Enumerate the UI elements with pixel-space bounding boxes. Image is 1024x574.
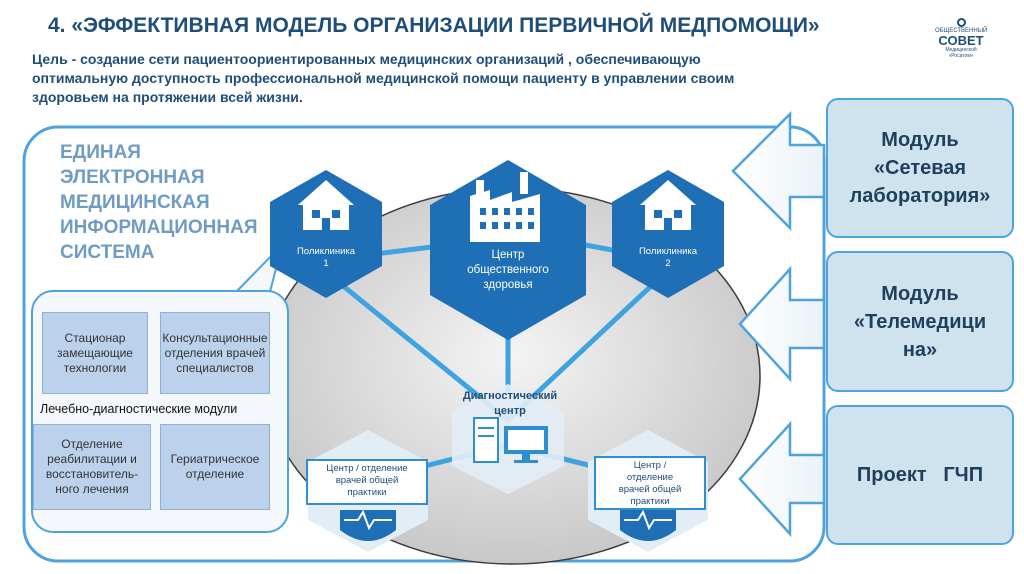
label-line: здоровья bbox=[483, 279, 533, 291]
house-icon bbox=[640, 180, 696, 230]
ehr-label: ЕДИНАЯ ЭЛЕКТРОННАЯ МЕДИЦИНСКАЯ ИНФОРМАЦИ… bbox=[60, 140, 257, 265]
public-health-label: Центр общественного здоровья bbox=[444, 248, 572, 293]
goal-text: Цель - создание сети пациентоориентирова… bbox=[32, 50, 832, 107]
polyclinic-2-label: Поликлиника 2 bbox=[618, 246, 718, 270]
ehr-line: СИСТЕМА bbox=[60, 242, 155, 263]
label-line: врачей общей bbox=[335, 475, 399, 486]
module-line: Проект ГЧП bbox=[856, 464, 984, 486]
hexagon-polyclinic-1 bbox=[270, 170, 382, 298]
goal-line: здоровьем на протяжении всей жизни. bbox=[32, 89, 303, 105]
goal-line: Цель - создание сети пациентоориентирова… bbox=[32, 51, 701, 67]
logo-icon: ОБЩЕСТВЕННЫЙ СОВЕТ Медицинской «Росатом» bbox=[935, 18, 987, 62]
label-line: Поликлиника bbox=[296, 246, 356, 257]
heart-pulse-icon bbox=[620, 509, 676, 541]
arrow-left-icon bbox=[731, 110, 826, 538]
practice-right-label: Центр / отделение врачей общей практики bbox=[594, 456, 706, 510]
module-consultation: Консультационные отделения врачей специа… bbox=[160, 312, 270, 394]
goal-line: оптимальную доступность профессиональной… bbox=[32, 70, 735, 86]
practice-left-label: Центр / отделение врачей общей практики bbox=[306, 459, 428, 505]
server-icon bbox=[473, 417, 499, 463]
module-line: на» bbox=[902, 338, 938, 361]
label-line: 2 bbox=[665, 258, 671, 269]
factory-icon bbox=[470, 172, 540, 242]
module-line: «Телемедици bbox=[853, 310, 987, 333]
label-line: Центр bbox=[491, 249, 525, 261]
logo-line: ОБЩЕСТВЕННЫЙ bbox=[935, 28, 988, 34]
logo-emblem bbox=[957, 18, 966, 27]
project-ppp: Проект ГЧП bbox=[826, 405, 1014, 545]
panel-caption: Лечебно-диагностические модули bbox=[40, 402, 238, 416]
label-line: 1 bbox=[323, 258, 329, 269]
hexagon-polyclinic-2 bbox=[612, 170, 724, 298]
ehr-line: ЭЛЕКТРОННАЯ bbox=[60, 167, 205, 188]
house-icon bbox=[298, 180, 354, 230]
label-line: практики bbox=[630, 496, 670, 507]
module-geriatric: Гериатрическое отделение bbox=[160, 424, 270, 510]
label-line: практики bbox=[347, 487, 387, 498]
hexagon-public-health bbox=[430, 160, 586, 340]
heart-pulse-icon bbox=[340, 509, 396, 541]
module-inpatient-substitution: Стационар замещающие технологии bbox=[42, 312, 148, 394]
logo-line: СОВЕТ bbox=[938, 33, 984, 48]
module-rehabilitation: Отделение реабилитации и восстановитель-… bbox=[33, 424, 151, 510]
ehr-line: ЕДИНАЯ bbox=[60, 142, 141, 163]
ehr-line: ИНФОРМАЦИОННАЯ bbox=[60, 217, 258, 238]
module-line: Модуль bbox=[881, 129, 959, 151]
logo-line: Медицинской «Росатом» bbox=[945, 47, 977, 59]
page-title: 4. «ЭФФЕКТИВНАЯ МОДЕЛЬ ОРГАНИЗАЦИИ ПЕРВИ… bbox=[48, 14, 820, 37]
label-line: Поликлиника bbox=[638, 246, 698, 257]
label-line: Диагностический bbox=[462, 390, 558, 402]
module-line: лаборатория» bbox=[849, 185, 991, 207]
module-line: Модуль bbox=[881, 282, 959, 305]
module-telemedicine: Модуль «Телемедици на» bbox=[826, 251, 1014, 392]
label-line: Центр / отделение bbox=[326, 463, 408, 474]
label-line: отделение bbox=[626, 472, 674, 483]
label-line: центр bbox=[494, 405, 526, 417]
module-network-lab: Модуль «Сетевая лаборатория» bbox=[826, 98, 1014, 238]
label-line: Центр / bbox=[633, 460, 667, 471]
module-line: «Сетевая bbox=[873, 157, 967, 179]
diagnostic-center-label: Диагностический центр bbox=[445, 389, 575, 419]
label-line: общественного bbox=[467, 264, 549, 276]
ehr-line: МЕДИЦИНСКАЯ bbox=[60, 192, 210, 213]
polyclinic-1-label: Поликлиника 1 bbox=[276, 246, 376, 270]
monitor-icon bbox=[504, 426, 548, 463]
label-line: врачей общей bbox=[618, 484, 682, 495]
